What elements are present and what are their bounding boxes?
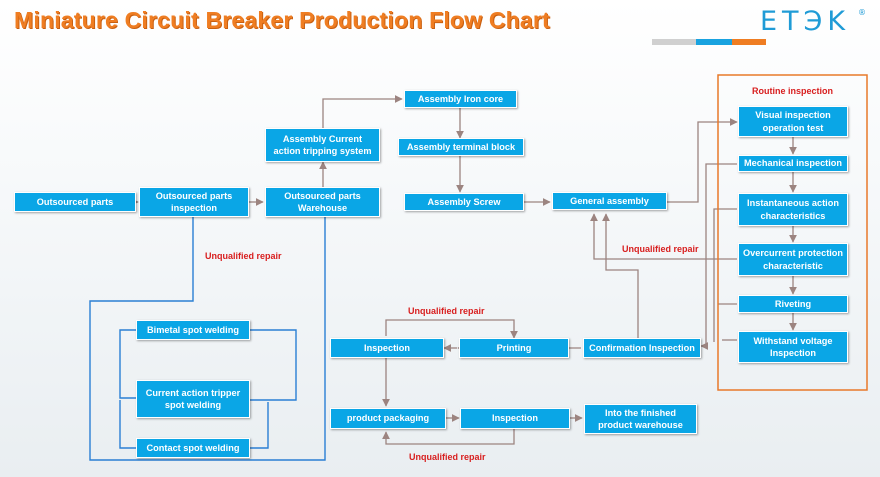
node-printing: Printing [459,338,569,358]
node-visual-inspection: Visual inspection operation test [738,106,848,137]
node-assembly-screw: Assembly Screw [404,193,524,211]
node-confirmation-inspection: Confirmation Inspection [583,338,701,358]
routine-inspection-frame [717,74,868,391]
node-finished-warehouse: Into the finished product warehouse [584,404,697,434]
header-accent-bar-orange [732,39,766,45]
node-tripper-welding: Current action tripper spot welding [136,380,250,418]
node-riveting: Riveting [738,295,848,313]
node-outsourced-inspection: Outsourced parts inspection [139,187,249,217]
node-overcurrent-protection: Overcurrent protection characteristic [738,243,848,276]
page-title: Miniature Circuit Breaker Production Flo… [14,7,550,33]
node-inspection-2: Inspection [460,408,570,429]
repair-label-packaging: Unqualified repair [409,452,486,462]
brand-logo: ETЭK [760,6,851,37]
node-withstand-voltage: Withstand voltage Inspection [738,331,848,363]
node-assembly-tripping: Assembly Current action tripping system [265,128,380,162]
node-outsourced-parts: Outsourced parts [14,192,136,212]
node-product-packaging: product packaging [330,408,446,429]
repair-label-outsourced: Unqualified repair [205,251,282,261]
node-instantaneous-action: Instantaneous action characteristics [738,193,848,226]
node-inspection-1: Inspection [330,338,444,358]
node-bimetal-welding: Bimetal spot welding [136,320,250,340]
node-contact-welding: Contact spot welding [136,438,250,458]
node-assembly-terminal-block: Assembly terminal block [398,138,524,156]
node-general-assembly: General assembly [552,192,667,210]
node-mechanical-inspection: Mechanical inspection [738,155,848,172]
routine-inspection-title: Routine inspection [752,86,833,96]
repair-label-general-assembly: Unqualified repair [622,244,699,254]
node-outsourced-warehouse: Outsourced parts Warehouse [265,187,380,217]
repair-label-printing: Unqualified repair [408,306,485,316]
node-assembly-iron-core: Assembly Iron core [404,90,517,108]
header-accent-bar-blue [696,39,732,45]
header-accent-bar-gray [652,39,696,45]
registered-mark: ® [858,8,866,17]
